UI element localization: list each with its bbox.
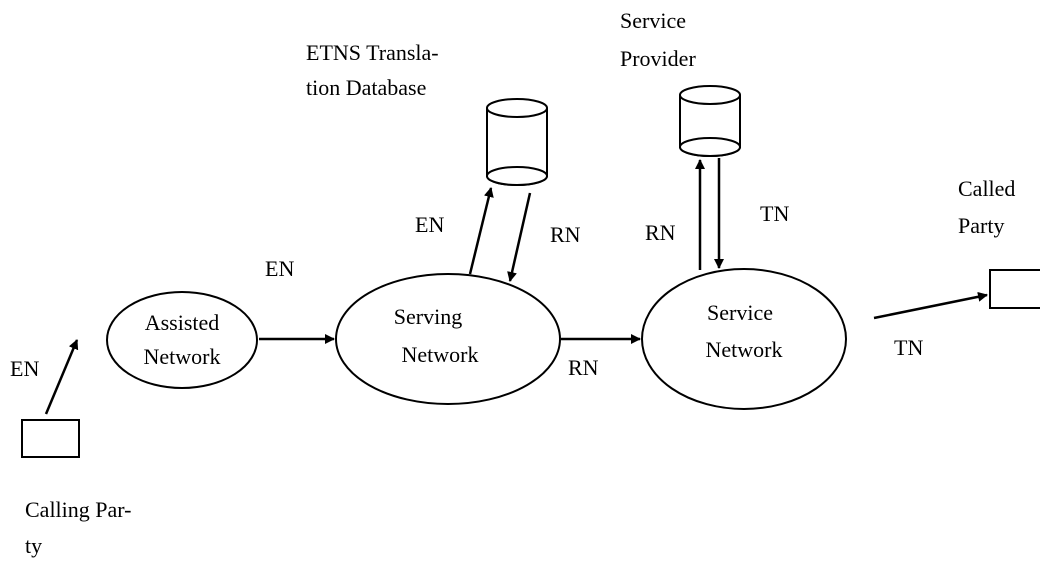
- calling-party-label-line2: ty: [25, 533, 42, 558]
- edge-label-database-serving: RN: [550, 222, 581, 247]
- database-to-serving-arrow: [507, 192, 532, 282]
- called-party-box: [989, 269, 1040, 309]
- serving-network-node: Serving Network: [335, 273, 561, 405]
- called-party-label-line2: Party: [958, 213, 1004, 238]
- service-network-label-line1: Service: [707, 300, 773, 325]
- edge-label-service-called: TN: [894, 335, 923, 360]
- assisted-network-label-line2: Network: [144, 344, 221, 369]
- edge-label-service-provider: RN: [645, 220, 676, 245]
- edge-label-assisted-serving: EN: [265, 256, 294, 281]
- service-provider-label-line1: Service: [620, 8, 686, 33]
- service-provider-label-line2: Provider: [620, 46, 696, 71]
- etns-database-cylinder: [486, 98, 548, 186]
- assisted-network-node: Assisted Network: [106, 291, 258, 389]
- serving-network-label-line2: Network: [402, 342, 479, 367]
- calling-party-box: [21, 419, 80, 458]
- edge-label-serving-database: EN: [415, 212, 444, 237]
- service-provider-cylinder: [679, 85, 741, 157]
- called-party-label-line1: Called: [958, 176, 1015, 201]
- etns-database-label-line1: ETNS Transla-: [306, 40, 439, 65]
- edge-label-provider-service: TN: [760, 201, 789, 226]
- service-to-called-arrow: [873, 291, 988, 320]
- edge-label-serving-service: RN: [568, 355, 599, 380]
- serving-network-label-line1: Serving: [394, 304, 462, 329]
- service-network-node: Service Network: [641, 268, 847, 410]
- edge-label-calling-assisted: EN: [10, 356, 39, 381]
- service-network-label-line2: Network: [706, 337, 783, 362]
- calling-party-label-line1: Calling Par-: [25, 497, 132, 522]
- assisted-network-label-line1: Assisted: [145, 310, 220, 335]
- serving-to-database-arrow: [468, 187, 494, 275]
- etns-database-label-line2: tion Database: [306, 75, 426, 100]
- calling-to-assisted-arrow: [44, 339, 79, 415]
